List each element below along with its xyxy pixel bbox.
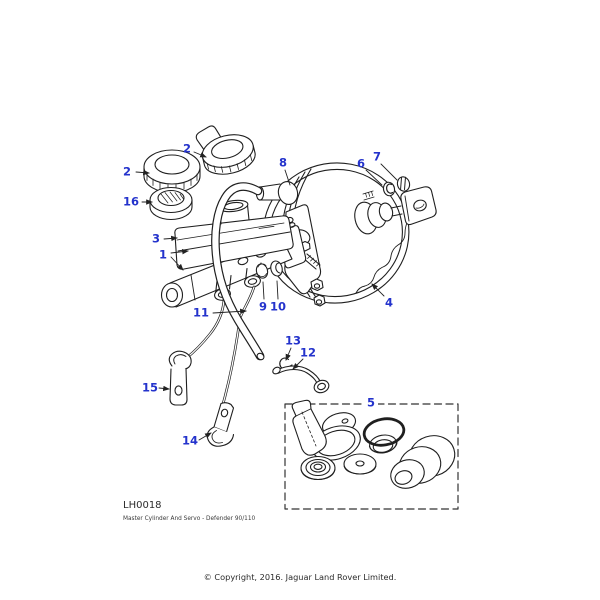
- callout-pipe[interactable]: 12: [299, 345, 317, 360]
- drawing-code: LH0018: [123, 500, 162, 511]
- seals-9-10-drawing: [255, 260, 283, 279]
- callout-reservoir[interactable]: 3: [151, 231, 161, 246]
- callout-master-cylinder[interactable]: 1: [158, 247, 168, 262]
- callout-bracket-upper[interactable]: 15: [141, 380, 159, 395]
- callout-lock-washer[interactable]: 6: [356, 156, 366, 171]
- copyright-notice: © Copyright, 2016. Jaguar Land Rover Lim…: [203, 572, 397, 582]
- vacuum-hose-drawing: [211, 182, 265, 361]
- callout-seal-front[interactable]: 9: [258, 299, 268, 314]
- cap-seal-drawing: [149, 186, 193, 221]
- callout-seal-rear[interactable]: 10: [269, 299, 287, 314]
- callout-vacuum-elbow[interactable]: 8: [278, 155, 288, 170]
- callout-repair-kit[interactable]: 5: [363, 397, 379, 409]
- pipe-12-drawing: [272, 365, 330, 394]
- callout-filler-cap-left[interactable]: 2: [122, 164, 132, 179]
- washer-nut-drawing: [382, 176, 411, 197]
- pushrod-clevis-drawing: [354, 186, 437, 235]
- drawing-caption: Master Cylinder And Servo - Defender 90/…: [123, 516, 256, 522]
- callout-clip[interactable]: 13: [284, 333, 302, 348]
- callout-bracket-lower[interactable]: 14: [181, 433, 199, 448]
- leader-lines: [135, 151, 398, 441]
- filler-cap-top-drawing: [195, 125, 256, 175]
- bracket-14-drawing: [206, 402, 235, 447]
- bracket-15-drawing: [168, 350, 192, 406]
- repair-kit-contents-drawing: [291, 399, 456, 489]
- callout-nut[interactable]: 7: [372, 149, 382, 164]
- callout-cap-seal[interactable]: 16: [122, 194, 140, 209]
- vacuum-elbow-drawing: [255, 181, 299, 205]
- filler-cap-left-drawing: [143, 149, 201, 194]
- callout-filler-cap-top[interactable]: 2: [182, 141, 192, 156]
- callout-vacuum-hose[interactable]: 11: [192, 305, 210, 320]
- callout-servo[interactable]: 4: [384, 295, 394, 310]
